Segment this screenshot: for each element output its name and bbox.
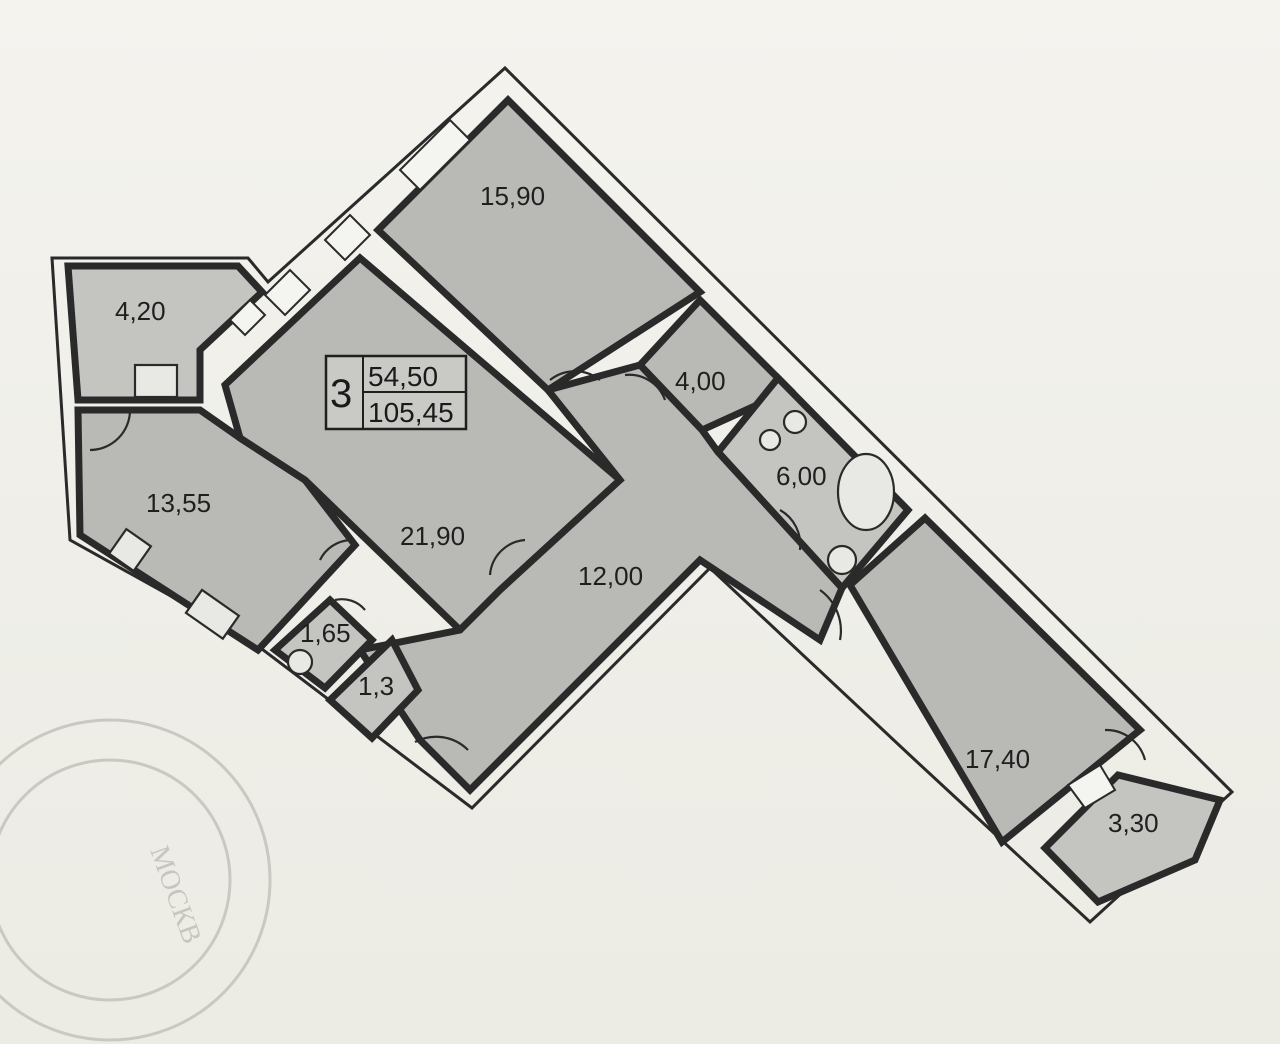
window-balcony: [1066, 763, 1117, 810]
room-hall: [354, 361, 847, 795]
label-hall: 12,00: [578, 561, 643, 591]
door-loggia: [89, 408, 132, 452]
summary: 3 54,50 105,45: [324, 354, 468, 431]
room-balcony-right: [1040, 771, 1225, 907]
door-wc: [334, 598, 366, 611]
door-entrance: [414, 735, 469, 751]
living-area: 54,50: [368, 361, 438, 392]
window-top-3: [263, 268, 312, 317]
stamp-text: МОСКВ: [143, 842, 207, 948]
stamp: МОСКВ: [0, 718, 272, 1042]
label-loggia-left: 4,20: [115, 296, 166, 326]
doors: [89, 370, 1147, 761]
door-balcony: [1104, 728, 1147, 761]
fixtures: [107, 363, 896, 676]
door-bedroom-top: [549, 370, 601, 381]
room-labels: 4,20 15,90 4,00 21,90 6,00 13,55 12,00 1…: [115, 181, 1159, 838]
kitchen-sink: [184, 588, 241, 641]
room-closet: [324, 634, 423, 743]
label-closet: 1,3: [358, 671, 394, 701]
door-bathroom: [779, 509, 802, 551]
window-top-1: [398, 118, 472, 192]
bathtub: [836, 452, 896, 532]
label-storage: 4,00: [675, 366, 726, 396]
room-loggia-left: [64, 262, 267, 404]
room-bedroom-right: [845, 513, 1146, 848]
label-living-room: 21,90: [400, 521, 465, 551]
label-bedroom-right: 17,40: [965, 744, 1030, 774]
door-kitchen: [319, 538, 351, 561]
bath-basin: [758, 428, 782, 452]
label-bedroom-top: 15,90: [480, 181, 545, 211]
door-living: [488, 538, 526, 576]
label-kitchen: 13,55: [146, 488, 211, 518]
wc-toilet: [286, 648, 314, 676]
door-bedroom-right: [819, 589, 842, 641]
bath-toilet: [782, 409, 808, 435]
door-storage: [624, 373, 667, 401]
label-bathroom: 6,00: [776, 461, 827, 491]
window-left-1: [228, 298, 267, 337]
window-top-2: [323, 213, 372, 262]
label-wc: 1,65: [300, 618, 351, 648]
windows: [228, 118, 1117, 810]
rooms-count: 3: [330, 372, 352, 416]
loggia-fixture: [133, 363, 179, 399]
stove: [107, 527, 153, 573]
label-balcony-right: 3,30: [1108, 808, 1159, 838]
bath-sink: [826, 544, 858, 576]
total-area: 105,45: [368, 397, 454, 428]
